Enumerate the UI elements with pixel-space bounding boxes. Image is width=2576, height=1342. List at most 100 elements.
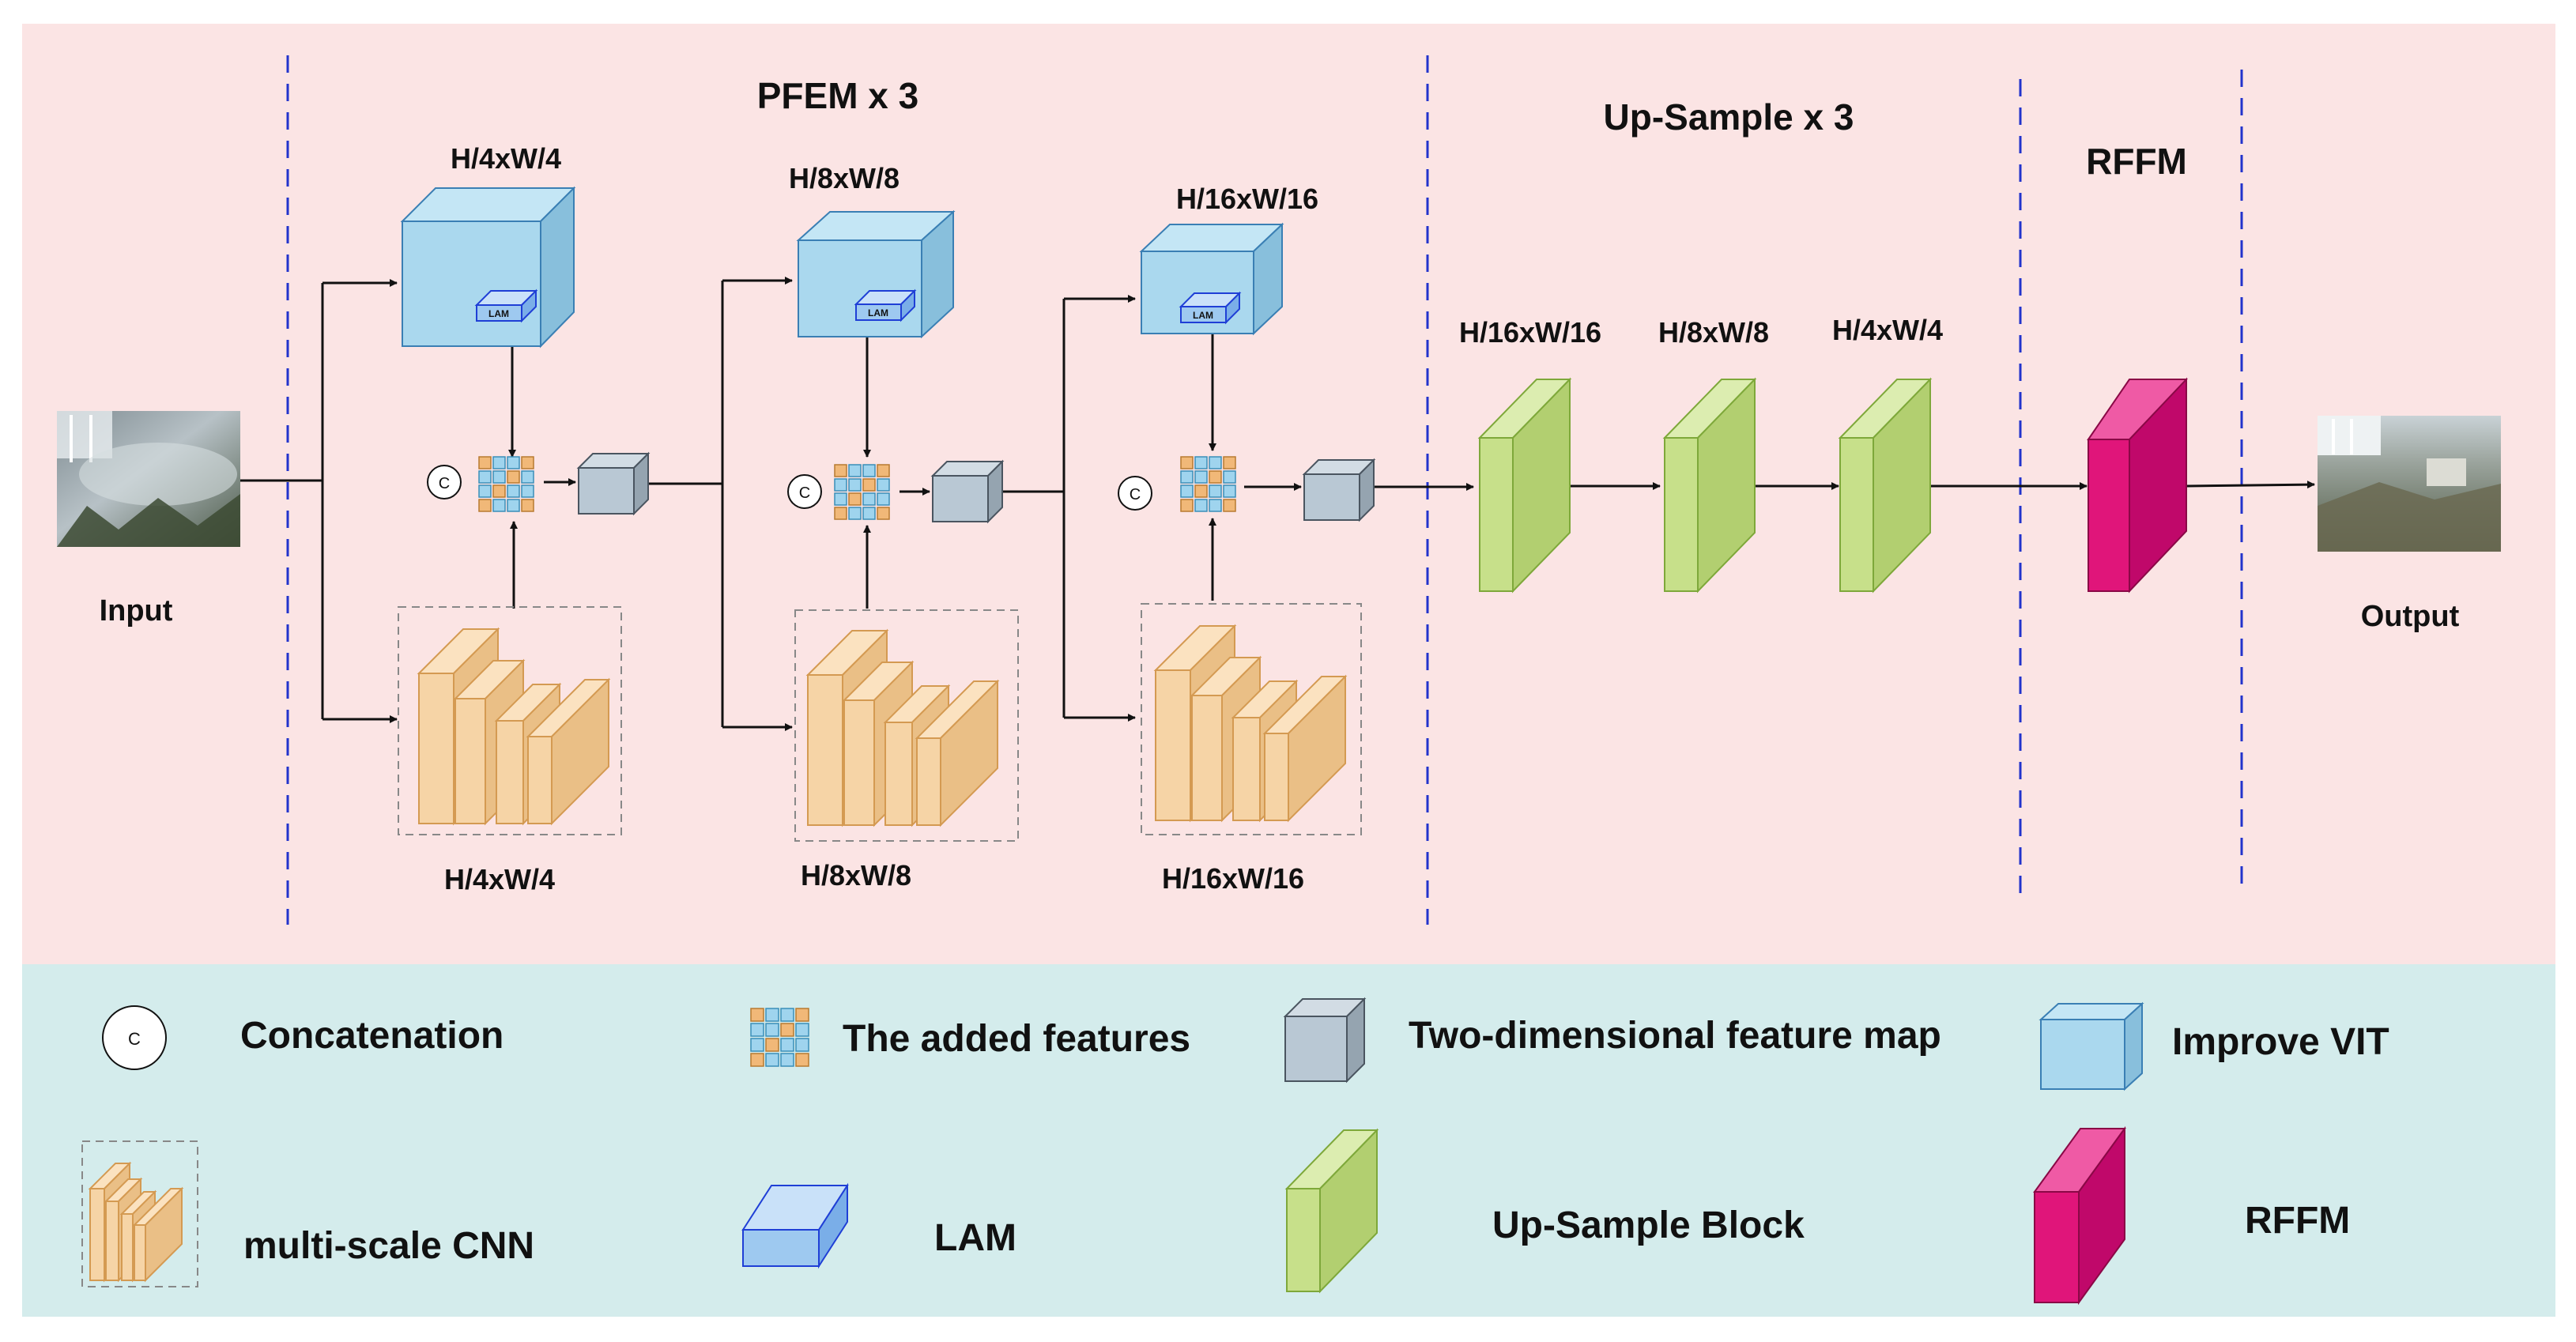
feature-cell: [492, 456, 506, 469]
feature-cell: [848, 492, 862, 506]
cnn1-size: H/4xW/4: [444, 863, 555, 895]
output-image: [2318, 416, 2501, 552]
legend: C Concatenation The added features Two-d…: [81, 997, 2389, 1306]
up1-size: H/16xW/16: [1459, 316, 1601, 349]
cnn-slab-front: [418, 673, 454, 824]
feature-cell: [834, 464, 847, 477]
cnn-slab-front: [1264, 733, 1289, 821]
feature-cell: [834, 507, 847, 520]
feature-cell: [765, 1038, 779, 1052]
cnn-box-2: [794, 609, 1019, 842]
lam-block-2: LAM: [854, 288, 917, 322]
feature-cell: [780, 1023, 794, 1037]
feature-cell: [507, 499, 520, 512]
feature-cell: [848, 478, 862, 492]
cnn-stack-2: [805, 628, 1000, 827]
feature-cell: [834, 492, 847, 506]
feature-cell: [507, 456, 520, 469]
legend-added-features-icon: [750, 1008, 809, 1067]
cnn-stack-1: [417, 627, 611, 826]
legend-lam: LAM: [934, 1217, 1016, 1259]
feature-cell: [507, 484, 520, 498]
cnn-slab-front: [454, 698, 486, 824]
feature-cell: [1223, 456, 1236, 469]
added-features-grid-1: [478, 456, 534, 512]
feature-cell: [877, 478, 890, 492]
section-dividers: [286, 55, 2243, 925]
cnn2-size: H/8xW/8: [801, 859, 911, 892]
feature-cell: [795, 1053, 809, 1067]
feature-cell: [521, 484, 534, 498]
feature-cell: [478, 470, 492, 484]
feature-cell: [750, 1008, 764, 1022]
input-label: Input: [100, 594, 173, 628]
stage3-connections: [1062, 295, 1474, 722]
feature-cell: [795, 1023, 809, 1037]
feature-map-1: [576, 451, 651, 516]
feature-map-2: [930, 459, 1005, 524]
feature-cell: [862, 507, 876, 520]
feature-cell: [1194, 470, 1208, 484]
feature-cell: [1194, 456, 1208, 469]
feature-cell: [521, 470, 534, 484]
upsample-block-1: [1477, 377, 1572, 594]
added-features-grid-2: [834, 464, 890, 520]
feature-cell: [1209, 484, 1222, 498]
cnn-slab-front: [496, 720, 524, 824]
upsample-block-2: [1662, 377, 1757, 594]
feature-cell: [765, 1053, 779, 1067]
legend-concat-icon: C: [102, 1005, 167, 1070]
lam-label-1: LAM: [488, 308, 509, 319]
feature-cell: [877, 492, 890, 506]
stage2-group: LAM H/8xW/8 C H/8xW/8: [721, 162, 1064, 892]
feature-cell: [750, 1023, 764, 1037]
cnn-slab-front: [1155, 669, 1191, 821]
legend-cnn-icon: [88, 1161, 184, 1283]
legend-improve-vit: Improve VIT: [2172, 1021, 2389, 1063]
feature-cell: [507, 470, 520, 484]
feature-cell: [1223, 499, 1236, 512]
cnn-slab-front: [916, 737, 941, 826]
svg-text:C: C: [439, 475, 450, 492]
feature-cell: [877, 464, 890, 477]
legend-added-features: The added features: [843, 1018, 1190, 1060]
cnn-box-3: [1141, 603, 1362, 835]
svg-text:C: C: [799, 484, 810, 502]
rffm-title: RFFM: [2086, 141, 2187, 182]
feature-cell: [1223, 484, 1236, 498]
up3-size: H/4xW/4: [1832, 314, 1943, 346]
cnn-box-1: [398, 606, 622, 835]
cnn-slab-front: [807, 674, 843, 826]
feature-cell: [750, 1053, 764, 1067]
legend-cnn-box: [81, 1140, 198, 1287]
cnn-slab-front: [105, 1201, 119, 1281]
legend-lam-icon: [741, 1182, 849, 1269]
cnn-slab-front: [527, 736, 553, 824]
feature-cell: [862, 492, 876, 506]
feature-cell: [1223, 470, 1236, 484]
lam-block-3: LAM: [1179, 291, 1242, 325]
feature-cell: [478, 456, 492, 469]
feature-cell: [1180, 456, 1194, 469]
cnn-slab-front: [884, 722, 913, 826]
feature-cell: [1209, 499, 1222, 512]
legend-rffm-icon: [2033, 1125, 2126, 1306]
concat-symbol-1: C: [427, 465, 462, 499]
feature-map-3: [1302, 458, 1376, 522]
cnn-stack-3: [1153, 624, 1348, 823]
added-features-grid-3: [1180, 456, 1236, 512]
feature-cell: [765, 1023, 779, 1037]
legend-upsample-icon: [1284, 1128, 1379, 1294]
legend-upsample-block: Up-Sample Block: [1492, 1204, 1805, 1246]
svg-text:C: C: [1130, 486, 1141, 503]
lam-block-1: LAM: [474, 288, 538, 323]
feature-cell: [1180, 499, 1194, 512]
lam-label-3: LAM: [1193, 310, 1213, 321]
feature-cell: [1209, 470, 1222, 484]
cnn-slab-front: [843, 699, 875, 826]
upsample-block-3: [1838, 377, 1933, 594]
feature-cell: [492, 484, 506, 498]
cnn-slab-front: [134, 1224, 146, 1281]
